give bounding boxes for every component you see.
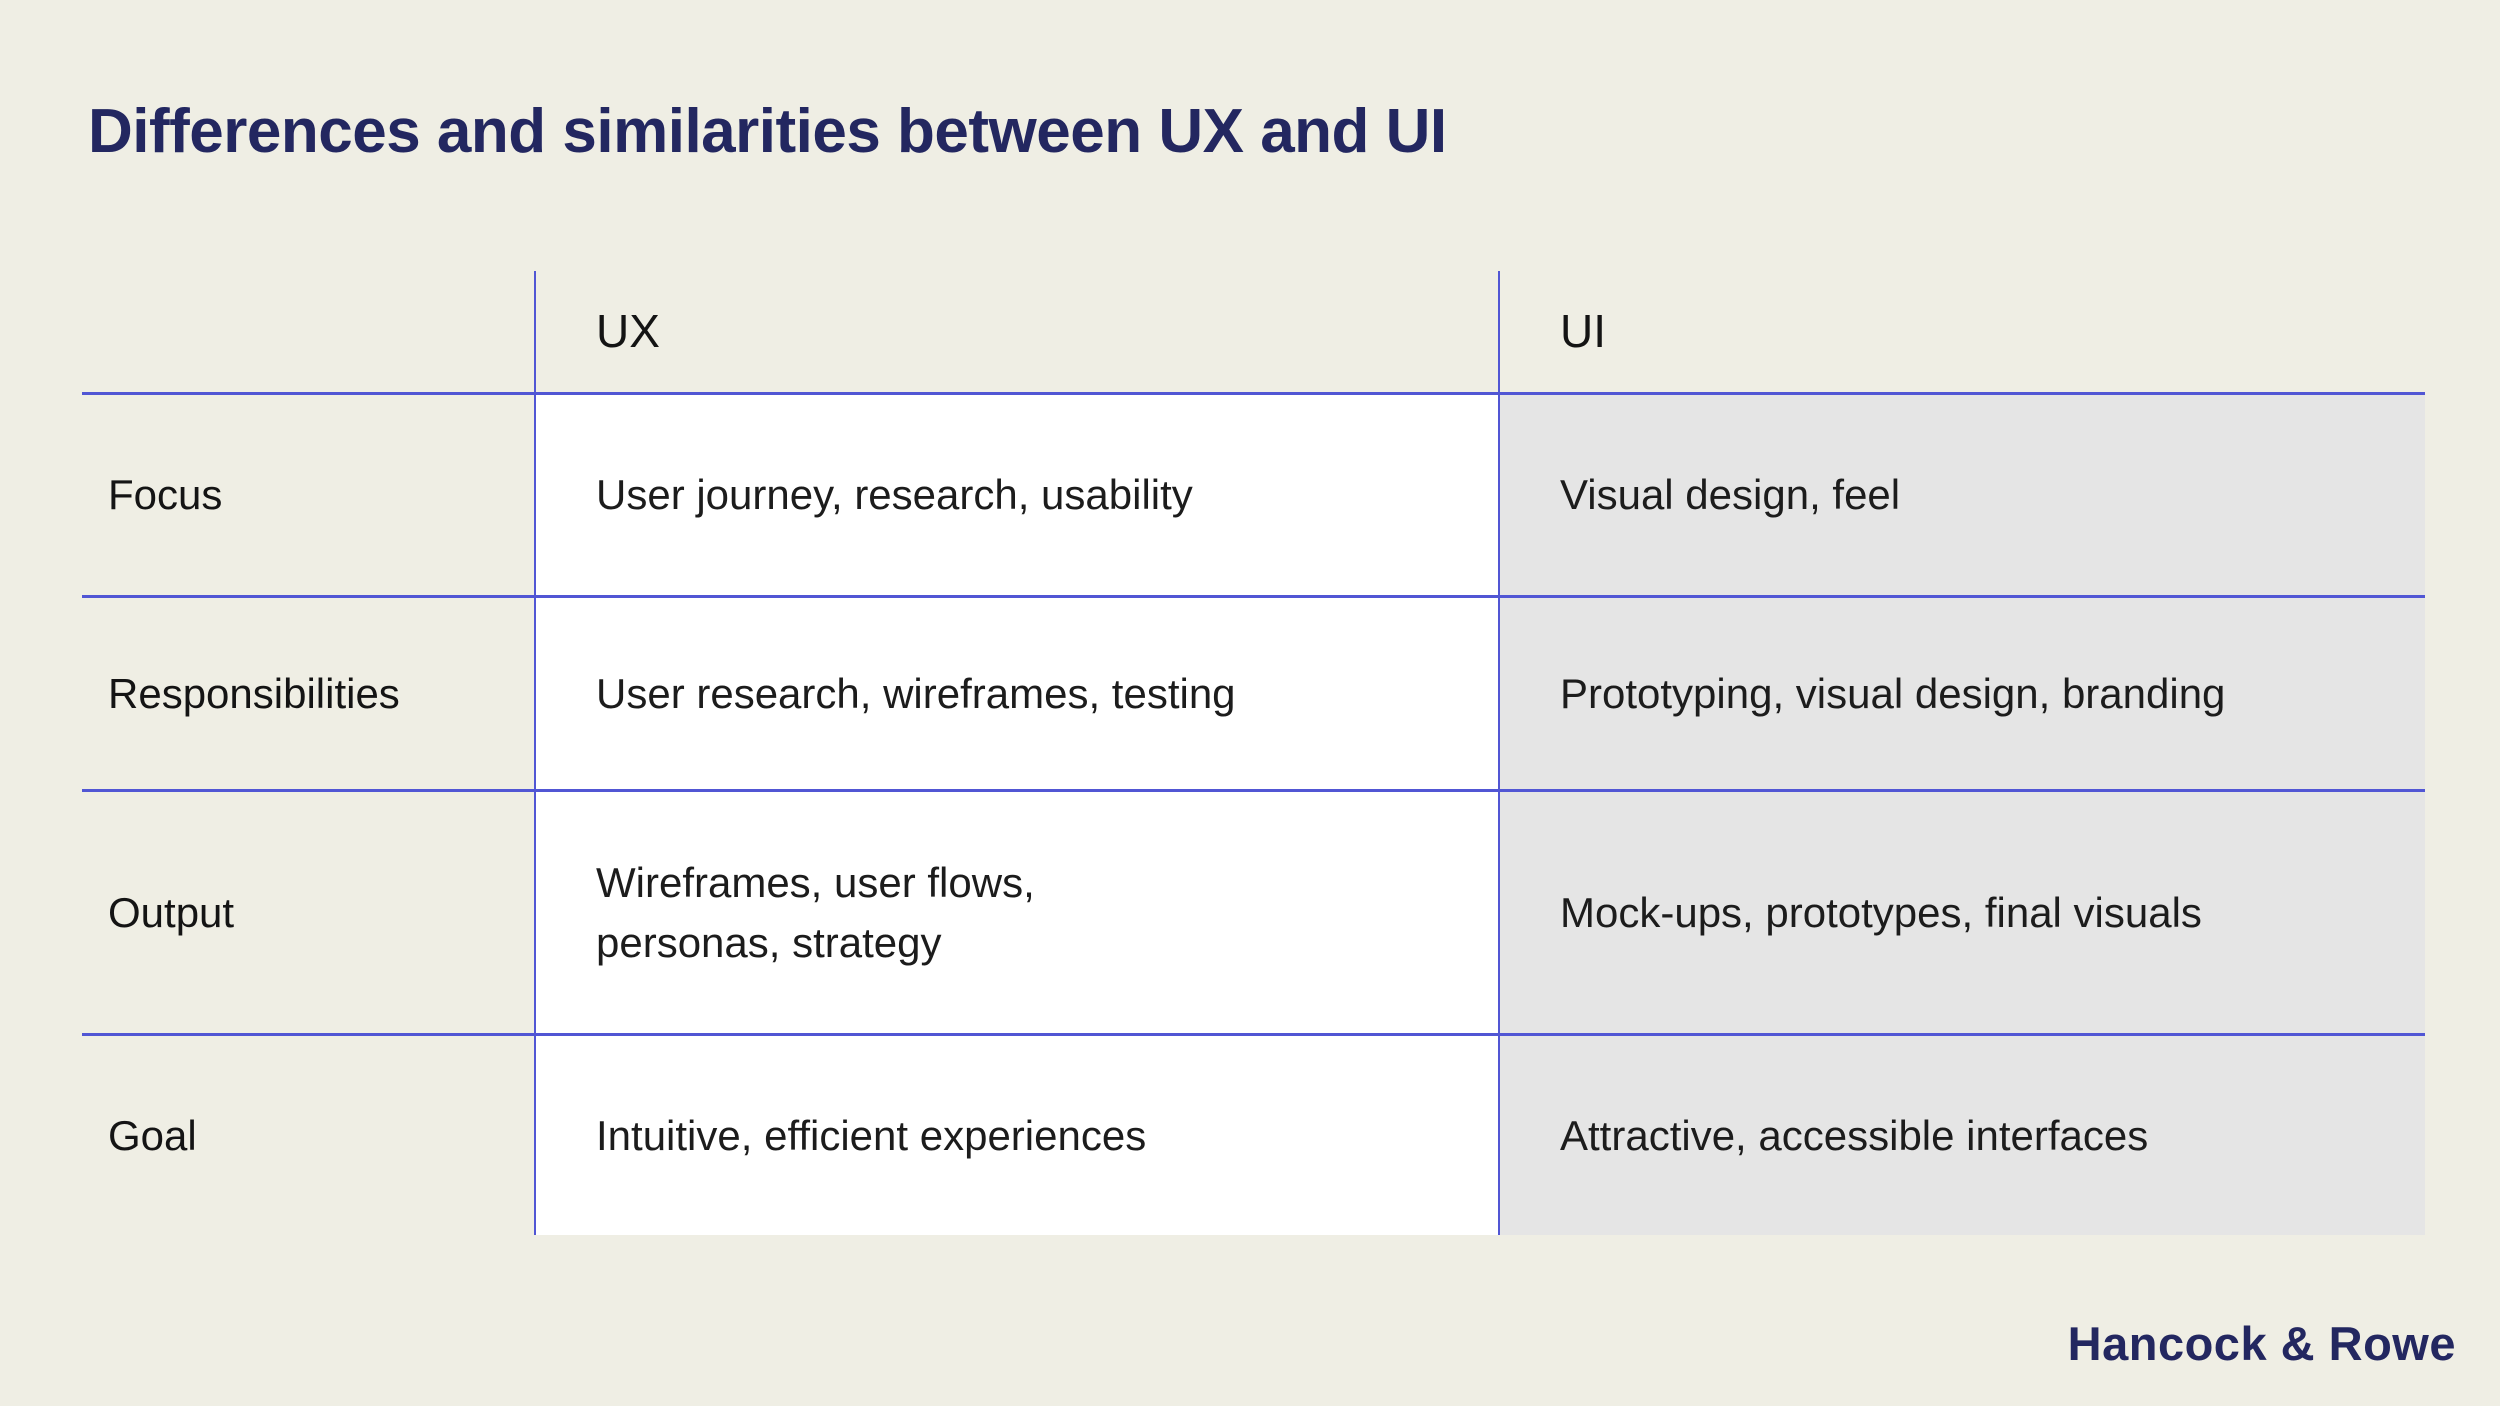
column-header-ui: UI: [1498, 271, 2425, 395]
cell-goal-ui: Attractive, accessible interfaces: [1498, 1036, 2425, 1235]
cell-responsibilities-ux: User research, wireframes, testing: [534, 598, 1498, 792]
row-label-focus: Focus: [82, 395, 534, 598]
brand-footer: Hancock & Rowe: [2067, 1317, 2456, 1370]
cell-focus-ui: Visual design, feel: [1498, 395, 2425, 598]
page-title: Differences and similarities between UX …: [88, 97, 1447, 166]
row-label-output: Output: [82, 792, 534, 1036]
cell-goal-ux: Intuitive, efficient experiences: [534, 1036, 1498, 1235]
cell-output-ux: Wireframes, user flows, personas, strate…: [534, 792, 1498, 1036]
row-label-goal: Goal: [108, 1111, 197, 1159]
ux-ui-comparison-table: UX UI Focus User journey, research, usab…: [82, 271, 2425, 1235]
cell-responsibilities-ui: Prototyping, visual design, branding: [1498, 598, 2425, 792]
column-header-ux: UX: [534, 271, 1498, 395]
cell-output-ui: Mock-ups, prototypes, final visuals: [1498, 792, 2425, 1036]
table-corner-cell: [82, 271, 534, 395]
row-label-responsibilities: Responsibilities: [82, 598, 534, 792]
cell-focus-ux: User journey, research, usability: [534, 395, 1498, 598]
